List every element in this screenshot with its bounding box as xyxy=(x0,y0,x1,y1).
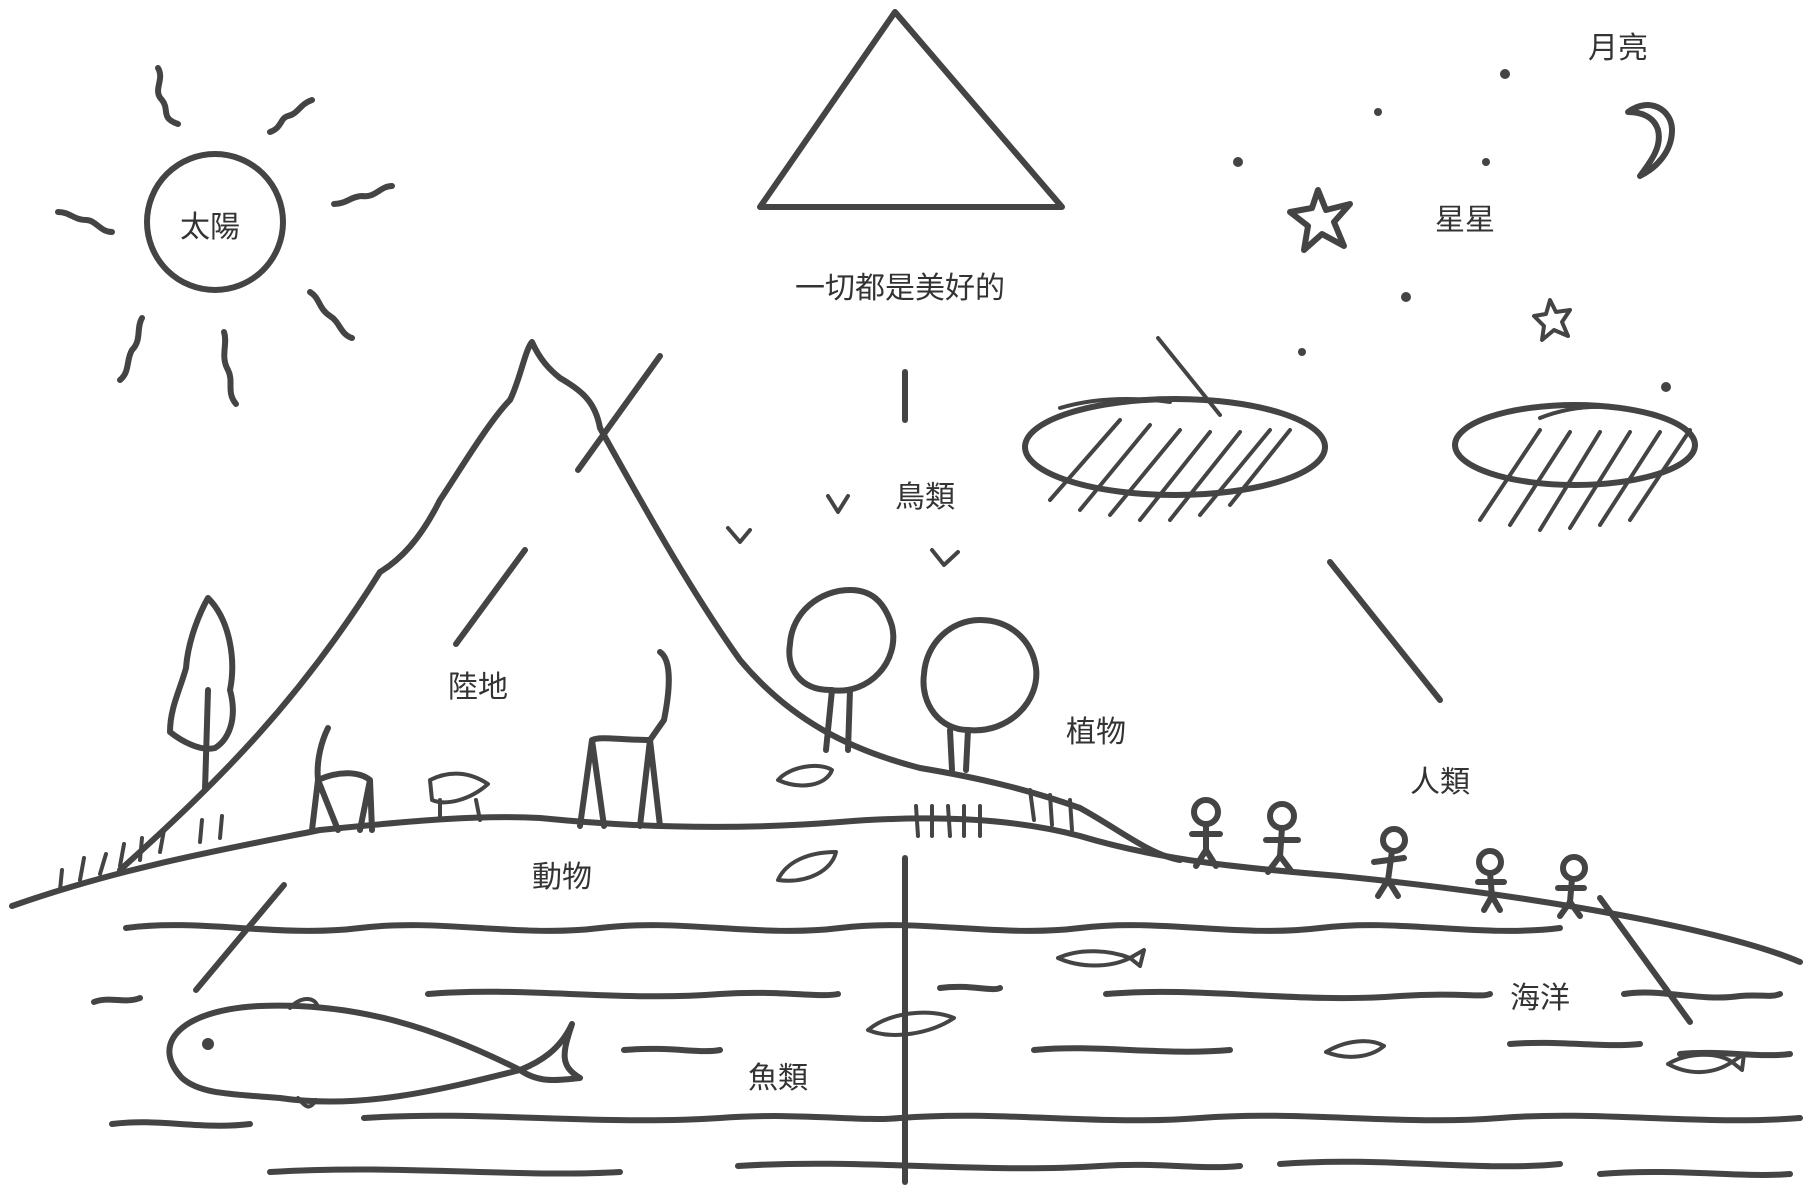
divider-line-diagonal-upper xyxy=(575,353,663,473)
bird-icon xyxy=(826,494,850,514)
bird-icon xyxy=(930,548,960,567)
giraffe-icon xyxy=(577,649,672,829)
fish-icon xyxy=(1666,1052,1746,1075)
bird-icon xyxy=(726,526,752,544)
bush-icon xyxy=(776,763,834,788)
triangle-icon xyxy=(757,9,1065,210)
grass-icon xyxy=(914,788,1074,838)
human-icon xyxy=(1475,848,1507,913)
fish-icon xyxy=(1056,948,1146,968)
fish-icon xyxy=(1324,1039,1386,1059)
ocean-label: 海洋 xyxy=(1510,981,1570,1016)
sun-label: 太陽 xyxy=(180,210,240,245)
birds-label: 鳥類 xyxy=(895,480,955,515)
ocean-waves xyxy=(91,922,1803,1178)
tree-icon xyxy=(167,595,236,793)
mountain-outline xyxy=(117,339,1183,873)
divider-line-lower-right xyxy=(1597,895,1693,1025)
humans-label: 人類 xyxy=(1410,765,1470,800)
animals-label: 動物 xyxy=(532,860,592,895)
leaf-icon xyxy=(776,850,838,883)
human-icon xyxy=(1189,797,1223,869)
star-icon xyxy=(1532,298,1572,342)
human-icon xyxy=(1263,801,1301,875)
human-icon xyxy=(1555,854,1588,919)
fish-icon xyxy=(166,997,583,1109)
fish-label: 魚類 xyxy=(748,1061,808,1096)
rain-cloud-icon xyxy=(1022,336,1328,522)
divider-line-diagonal-lower xyxy=(453,547,528,647)
rain-cloud-icon xyxy=(1452,402,1698,532)
star-dots xyxy=(1233,69,1671,392)
all-good-label: 一切都是美好的 xyxy=(795,271,1005,306)
grass-icon xyxy=(58,814,224,892)
sun-icon xyxy=(55,65,395,407)
stars-label: 星星 xyxy=(1435,203,1495,238)
land-label: 陸地 xyxy=(448,670,508,705)
divider-line-lower-left xyxy=(193,882,287,993)
fish-icon xyxy=(866,1010,956,1037)
deer-icon xyxy=(309,725,375,833)
tree-icon xyxy=(920,617,1040,773)
ground-line xyxy=(9,814,1803,965)
star-icon xyxy=(1287,187,1353,253)
dog-icon xyxy=(428,771,490,822)
human-icon xyxy=(1371,826,1408,899)
moon-label: 月亮 xyxy=(1588,31,1648,66)
divider-line-right xyxy=(1327,559,1443,703)
moon-icon xyxy=(1625,102,1675,179)
tree-icon xyxy=(786,587,897,753)
plants-label: 植物 xyxy=(1066,715,1126,750)
